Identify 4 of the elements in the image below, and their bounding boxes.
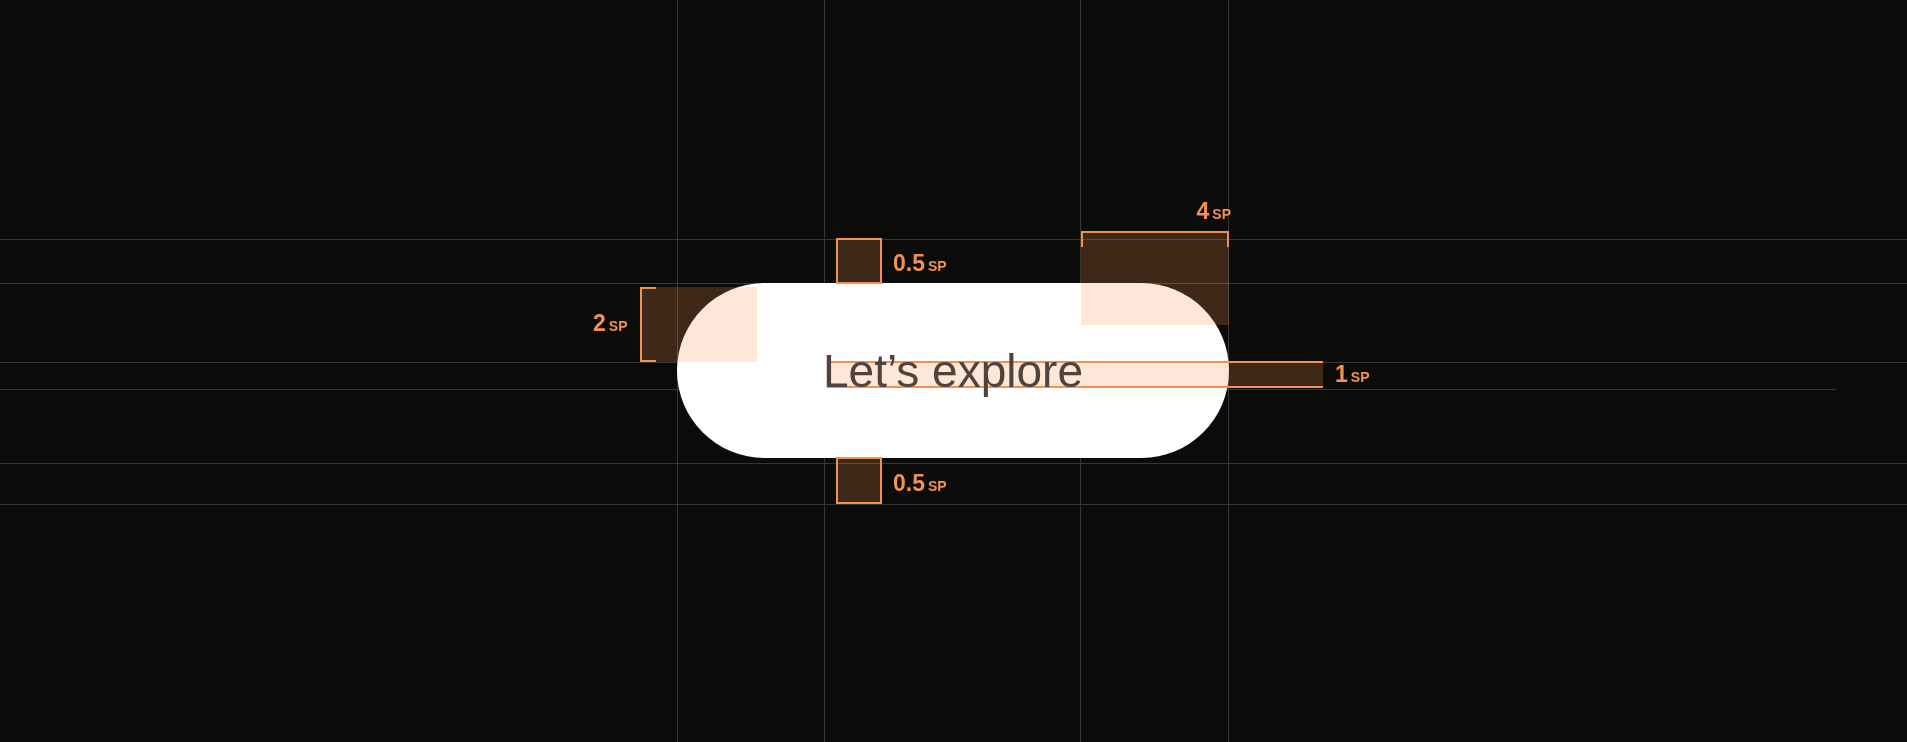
dimension-label: 0.5SP [893, 252, 947, 275]
dimension-label: 0.5SP [893, 472, 947, 495]
dimension-label: 1SP [1335, 363, 1370, 386]
dimension-label: 4SP [1196, 200, 1231, 223]
